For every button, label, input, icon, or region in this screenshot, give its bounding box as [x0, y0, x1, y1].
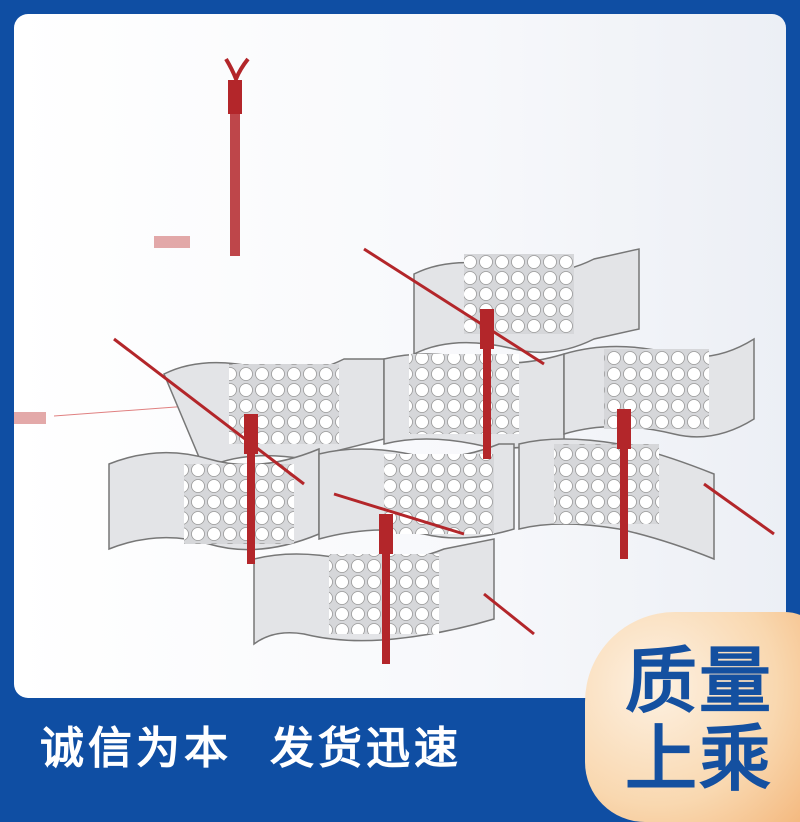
badge-line-2: 上乘 — [625, 717, 774, 801]
slogan-integrity: 诚信为本 — [40, 723, 232, 774]
badge-line-1: 质量 — [625, 639, 774, 723]
product-image — [14, 14, 786, 698]
geocell-diagram — [14, 57, 775, 664]
badge-cloud-shape — [585, 612, 800, 822]
slogan-fast-delivery: 发货迅速 — [270, 723, 462, 774]
anchor-rods — [244, 309, 631, 664]
label-clip — [14, 412, 46, 424]
slogan-banner: 诚信为本发货迅速 — [40, 712, 500, 776]
quality-badge: 质量上乘 — [585, 612, 800, 822]
anchor-rod-standalone — [224, 57, 250, 256]
label-anchor — [154, 236, 190, 248]
